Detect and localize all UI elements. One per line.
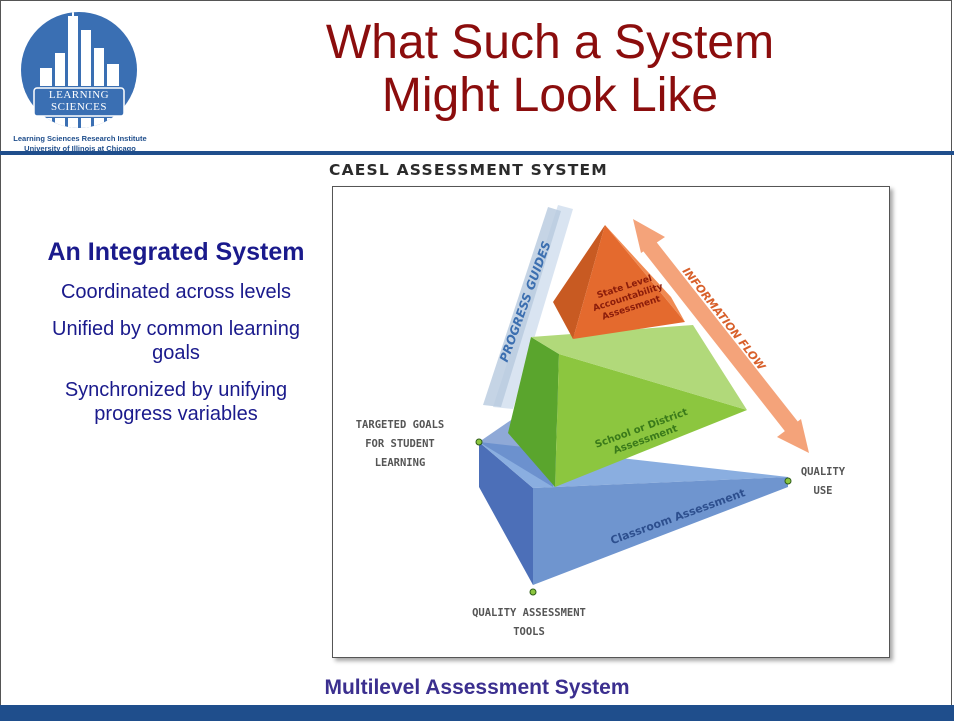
classroom-level-left [479, 442, 533, 585]
state-level-front [573, 225, 685, 339]
slide-title-line-1: What Such a System [325, 16, 775, 69]
header-divider [0, 151, 954, 155]
information-flow-shaft [640, 238, 802, 436]
panel-item: Synchronized by unifying progress variab… [64, 379, 288, 425]
slide-title: What Such a System Might Look Like [180, 16, 920, 122]
logo-university-name: University of Illinois at Chicago [24, 144, 136, 153]
goals-callout-dot [475, 438, 483, 446]
tools-callout-2: TOOLS [513, 626, 545, 638]
state-level-right [605, 225, 685, 322]
learning-sciences-logo: LEARNING SCIENCES Learning Sciences Rese… [6, 8, 154, 154]
use-callout-2: USE [814, 485, 833, 497]
classroom-level-front [533, 477, 788, 585]
use-callout-dot [784, 477, 792, 485]
panel-heading: An Integrated System [47, 238, 305, 266]
logo-institute-name: Learning Sciences Research Institute [13, 134, 147, 143]
figure-heading: CAESL ASSESSMENT SYSTEM [329, 161, 608, 179]
slide-title-line-2: Might Look Like [381, 69, 719, 122]
panel-item: Coordinated across levels [60, 281, 292, 303]
school-level-back [531, 325, 747, 410]
state-level-left [553, 225, 605, 339]
school-level-front [555, 354, 747, 487]
goals-callout-1: TARGETED GOALS [356, 419, 445, 431]
goals-callout-3: LEARNING [375, 457, 426, 469]
progress-guides-band-shadow [483, 207, 561, 407]
logo-text-sciences: SCIENCES [51, 101, 107, 113]
goals-callout-2: FOR STUDENT [365, 438, 435, 450]
school-level-left [508, 337, 559, 487]
panel-item: Unified by common learning goals [52, 318, 300, 364]
logo-text-learning: LEARNING [48, 89, 110, 101]
use-callout-1: QUALITY [801, 466, 846, 478]
pyramid-diagram: State Level Accountability Assessment Sc… [356, 205, 846, 638]
tools-callout-1: QUALITY ASSESSMENT [472, 607, 586, 619]
assessment-pyramid-figure: State Level Accountability Assessment Sc… [332, 186, 890, 658]
integrated-system-panel: An Integrated System Coordinated across … [40, 238, 312, 426]
information-flow-head-bottom [777, 419, 809, 453]
tools-callout-dot [529, 588, 537, 596]
footer-bar [0, 705, 954, 721]
slide-caption: Multilevel Assessment System [324, 676, 630, 699]
information-flow-head-top [633, 219, 665, 253]
